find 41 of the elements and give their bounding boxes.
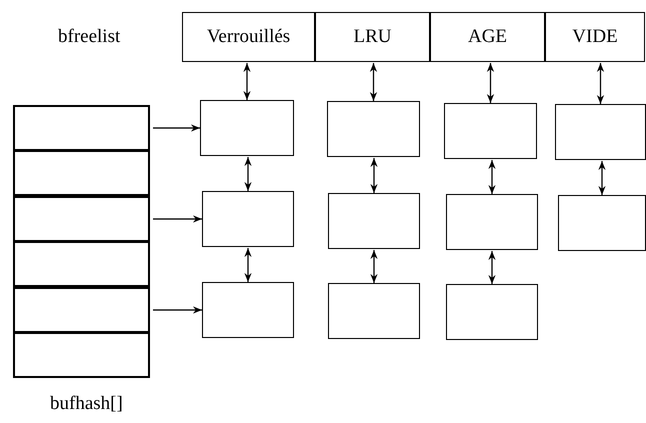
arrow <box>243 63 251 100</box>
arrow <box>488 251 496 284</box>
hash-table-cell <box>13 105 150 151</box>
buffer-box <box>446 194 538 250</box>
buffer-box <box>444 103 537 159</box>
buffer-box <box>200 100 294 156</box>
hash-table-cell <box>13 287 150 333</box>
hash-table-cell <box>13 196 150 242</box>
arrow <box>598 161 606 195</box>
buffer-box <box>328 193 420 249</box>
header-label: AGE <box>468 26 508 48</box>
list-header-cell <box>182 12 315 62</box>
buffer-box <box>327 101 420 157</box>
hash-table-cell <box>13 241 150 287</box>
buffer-box <box>202 191 294 247</box>
header-label: VIDE <box>572 26 618 48</box>
buffer-box <box>558 195 646 251</box>
list-name-label: bufhash[] <box>50 393 123 415</box>
list-header-cell <box>430 12 545 62</box>
buffer-box <box>446 284 538 340</box>
arrow <box>488 160 496 194</box>
buffer-box <box>328 283 420 339</box>
arrow <box>153 306 202 314</box>
arrow <box>486 63 494 103</box>
hash-table-cell <box>13 150 150 196</box>
arrow <box>153 215 202 223</box>
list-header-cell <box>545 12 645 62</box>
hash-table-cell <box>13 332 150 378</box>
arrow <box>244 157 252 191</box>
arrow <box>153 124 200 132</box>
header-label: LRU <box>354 26 392 48</box>
buffer-box <box>555 104 646 160</box>
arrow <box>244 248 252 282</box>
arrow <box>596 63 604 104</box>
arrow <box>370 250 378 283</box>
header-label: Verrouillés <box>206 26 290 48</box>
buffer-box <box>202 282 294 338</box>
list-header-cell <box>315 12 430 62</box>
arrow <box>370 63 378 101</box>
list-name-label: bfreelist <box>58 26 120 48</box>
arrow <box>370 158 378 193</box>
